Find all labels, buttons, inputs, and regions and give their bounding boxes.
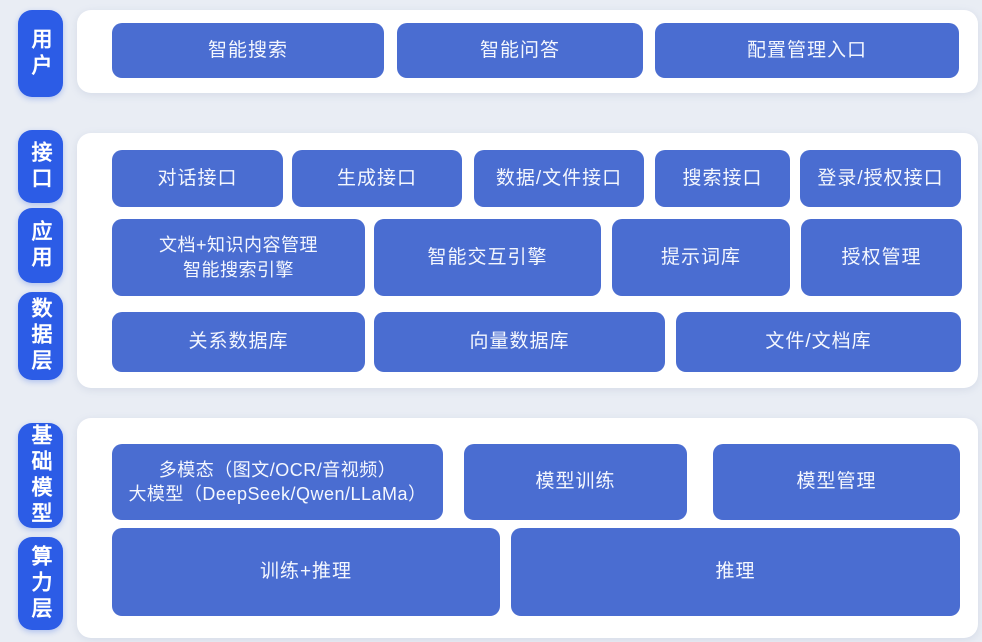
box-auth-management: 授权管理 [801,219,962,296]
box-file-document-store: 文件/文档库 [676,312,961,372]
box-label: 文件/文档库 [765,331,872,353]
box-dialog-api: 对话接口 [112,150,283,207]
box-label: 生成接口 [336,167,417,189]
layer-label-user: 用户 [18,10,63,97]
box-label: 智能搜索 [207,39,288,61]
box-interaction-engine: 智能交互引擎 [374,219,601,296]
box-label: 数据/文件接口 [495,167,623,189]
box-label: 模型管理 [796,471,877,493]
box-model-training: 模型训练 [464,444,687,520]
box-vector-database: 向量数据库 [374,312,665,372]
layer-label-interface: 接口 [18,130,63,203]
box-label: 向量数据库 [469,331,570,353]
box-label: 模型训练 [535,471,616,493]
layer-label-text: 接口 [29,140,52,193]
layer-label-compute: 算力层 [18,537,63,630]
box-relational-database: 关系数据库 [112,312,365,372]
box-label: 智能问答 [479,39,560,61]
layer-label-text: 数据层 [29,297,52,375]
box-label: 智能交互引擎 [427,246,548,268]
box-label: 推理 [715,561,756,583]
layer-label-data: 数据层 [18,292,63,380]
box-label: 登录/授权接口 [817,167,944,189]
layer-label-text: 算力层 [29,544,52,623]
box-training-plus-inference: 训练+推理 [112,528,500,616]
layer-label-application: 应用 [18,208,63,283]
box-label-line1: 文档+知识内容管理 [158,235,318,256]
box-model-management: 模型管理 [713,444,960,520]
box-label-line2: 智能搜索引擎 [183,259,294,280]
box-search-api: 搜索接口 [655,150,790,207]
layer-label-text: 用户 [29,27,52,80]
box-inference: 推理 [511,528,960,616]
box-prompt-library: 提示词库 [612,219,790,296]
box-label: 提示词库 [660,246,741,268]
box-label: 搜索接口 [682,167,763,189]
layer-label-text: 应用 [29,219,52,272]
box-smart-search: 智能搜索 [112,23,384,78]
box-label-line2: 大模型（DeepSeek/Qwen/LLaMa） [128,484,427,504]
layer-label-foundation-model: 基础模型 [18,423,63,528]
box-config-management-entry: 配置管理入口 [655,23,959,78]
box-generation-api: 生成接口 [292,150,462,207]
box-label: 授权管理 [841,246,922,268]
box-multimodal-llm: 多模态（图文/OCR/音视频） 大模型（DeepSeek/Qwen/LLaMa） [112,444,443,520]
box-label: 对话接口 [157,167,238,189]
box-data-file-api: 数据/文件接口 [474,150,644,207]
box-label: 训练+推理 [259,561,353,583]
box-smart-qa: 智能问答 [397,23,643,78]
box-doc-knowledge-search-engine: 文档+知识内容管理 智能搜索引擎 [112,219,365,296]
box-label-line1: 多模态（图文/OCR/音视频） [158,459,397,480]
box-login-auth-api: 登录/授权接口 [800,150,961,207]
layer-label-text: 基础模型 [29,423,52,528]
box-label: 关系数据库 [188,331,289,353]
box-label: 配置管理入口 [746,39,867,61]
